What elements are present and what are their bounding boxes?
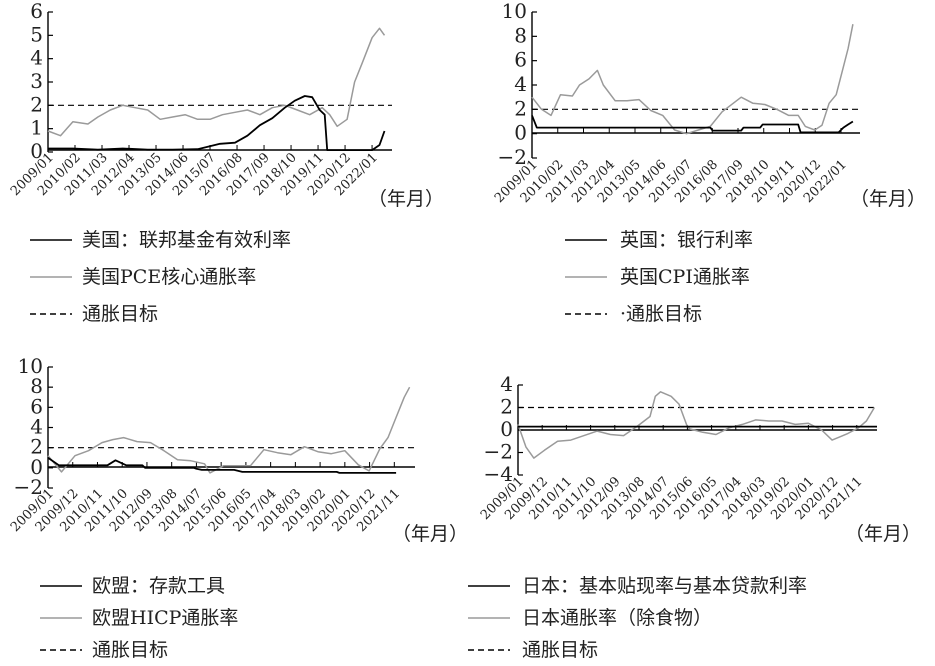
legend-label: 英国CPI通胀率 — [620, 266, 750, 288]
x-unit-label: （年月） — [850, 188, 926, 210]
inflation-line — [517, 391, 876, 459]
y-tick-label: 0 — [30, 139, 43, 163]
y-tick-label: 5 — [30, 22, 43, 46]
chart-panel-uk: −202468102009/012010/022011/032012/04201… — [492, 0, 926, 325]
y-tick-label: 6 — [30, 394, 43, 418]
y-tick-label: 4 — [30, 415, 43, 439]
y-tick-label: 0 — [514, 121, 527, 145]
policy-rate-line — [531, 115, 854, 134]
y-tick-label: 3 — [30, 69, 43, 93]
x-unit-label: （年月） — [392, 523, 468, 545]
y-tick-label: 0 — [500, 417, 513, 441]
legend-label: 日本：基本贴现率与基本贷款利率 — [522, 575, 807, 597]
y-tick-label: −2 — [484, 440, 513, 464]
inflation-line — [47, 386, 411, 474]
legend-label: 日本通胀率（除食物） — [522, 607, 712, 629]
y-tick-label: 6 — [30, 0, 43, 23]
y-tick-label: 8 — [514, 23, 527, 47]
y-tick-label: 0 — [30, 455, 43, 479]
inflation-line — [531, 24, 854, 135]
y-tick-label: 4 — [500, 372, 513, 396]
legend-label: 美国PCE核心通胀率 — [82, 266, 256, 288]
x-unit-label: （年月） — [368, 188, 444, 210]
legend-label: ·通胀目标 — [620, 303, 702, 325]
policy-rate-line — [47, 457, 397, 474]
y-tick-label: −2 — [498, 145, 527, 169]
y-tick-label: 10 — [18, 354, 43, 378]
y-tick-label: 2 — [514, 96, 527, 120]
y-tick-label: 2 — [30, 92, 43, 116]
legend-label: 通胀目标 — [92, 639, 168, 661]
y-tick-label: 4 — [30, 46, 43, 70]
legend-label: 通胀目标 — [522, 639, 598, 661]
x-unit-label: （年月） — [845, 523, 921, 545]
y-tick-label: 8 — [30, 374, 43, 398]
y-tick-label: 2 — [30, 435, 43, 459]
y-tick-label: 6 — [514, 48, 527, 72]
y-tick-label: 1 — [30, 116, 43, 140]
y-tick-label: 2 — [500, 395, 513, 419]
chart-panel-us: 01234562009/012010/022011/032012/042013/… — [8, 0, 444, 325]
legend-label: 英国：银行利率 — [620, 229, 753, 251]
y-tick-label: 4 — [514, 72, 527, 96]
chart-panel-jp: −4−20242009/012009/122010/112011/102012/… — [468, 372, 921, 661]
y-tick-label: −4 — [484, 462, 513, 486]
legend-label: 欧盟：存款工具 — [92, 575, 225, 597]
legend-label: 欧盟HICP通胀率 — [92, 607, 238, 629]
y-tick-label: −2 — [14, 475, 43, 499]
chart-panel-eu: −202468102009/012009/122010/112011/10201… — [8, 354, 468, 661]
legend-label: 通胀目标 — [82, 303, 158, 325]
y-tick-label: 10 — [502, 0, 527, 23]
policy-rate-line — [48, 95, 386, 152]
legend-label: 美国：联邦基金有效利率 — [82, 229, 291, 251]
inflation-line — [47, 27, 386, 137]
